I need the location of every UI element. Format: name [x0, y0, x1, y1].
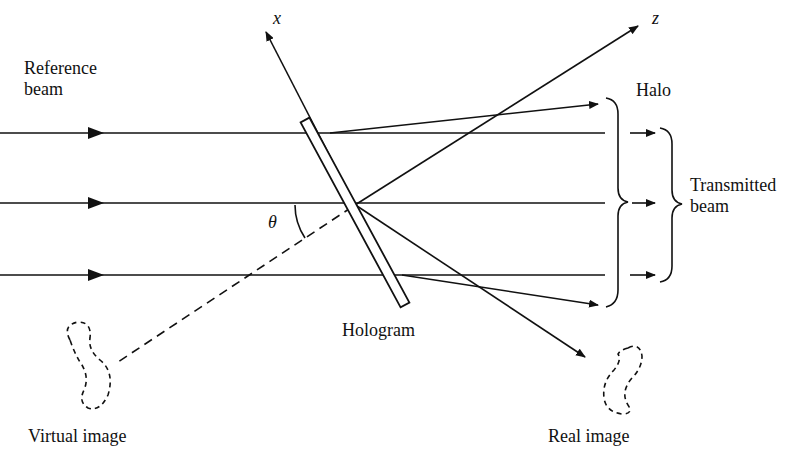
- beam-arrowhead: [88, 269, 104, 281]
- beam-arrowhead: [88, 127, 104, 139]
- transmitted-arrow: [630, 132, 655, 134]
- transmitted-arrow: [630, 274, 655, 276]
- halo-brace: [606, 98, 628, 307]
- angle-label: θ: [268, 212, 277, 233]
- beam-arrowhead: [88, 197, 104, 209]
- image-label: Real image: [548, 426, 629, 447]
- hologram-plate: [301, 118, 410, 308]
- image-label: Virtual image: [28, 426, 126, 447]
- axis-label: z: [652, 8, 659, 29]
- halo-label: Halo: [636, 80, 671, 101]
- transmitted-arrow: [632, 202, 655, 204]
- real-image-shape: [604, 346, 642, 414]
- beam-label: Transmitted beam: [690, 175, 802, 216]
- angle-arc: [295, 205, 305, 238]
- halo-ray: [330, 104, 598, 133]
- axis-label: x: [273, 8, 281, 29]
- virtual-ray: [118, 207, 352, 362]
- part-label: Hologram: [342, 320, 415, 341]
- beam-label: Reference beam: [24, 58, 134, 99]
- transmitted-brace: [660, 128, 682, 282]
- virtual-image-shape: [67, 322, 110, 409]
